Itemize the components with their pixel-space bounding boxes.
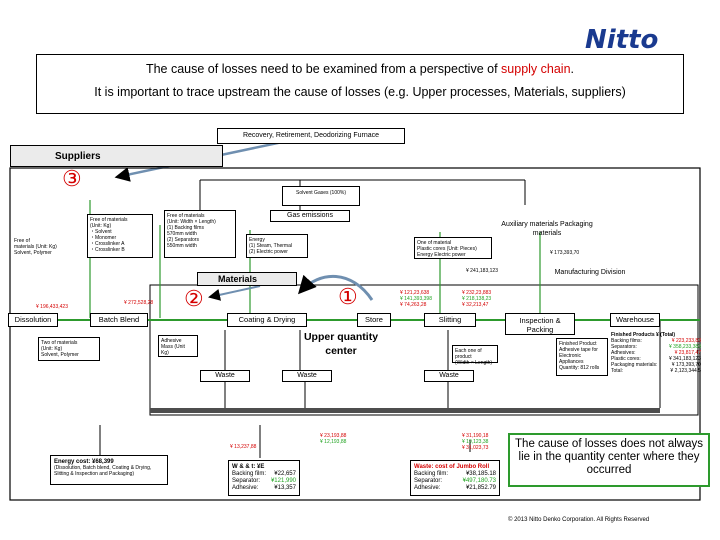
waste-box-2: Waste (282, 370, 332, 382)
furnace-label: Recovery, Retirement, Deodorizing Furnac… (242, 132, 380, 139)
circle-3: ③ (62, 166, 82, 191)
aux-total: ¥ 241,183,123 (466, 268, 498, 274)
cost-left-1: ¥ 196,433,423 (36, 304, 68, 310)
materials-header: Materials (197, 272, 297, 286)
energy-box: Energy(1) Steam, Thermal(2) Electric pow… (246, 234, 308, 258)
nitto-logo: Nitto (585, 26, 658, 52)
logo-text: Nitto (585, 26, 658, 52)
store-costs: ¥ 121,23,638¥ 141,393,398¥ 74,263,28 (400, 290, 432, 308)
gas-emissions-box: Gas emissions (270, 210, 350, 222)
aux-cost: ¥ 173,393,70 (550, 250, 580, 256)
two-of-materials-box: Two of materials(Unit: Kg)Solvent, Polym… (38, 337, 100, 361)
waste-costs-1: ¥ 13,237,88 (230, 444, 257, 450)
process-store: Store (357, 313, 391, 327)
cost-left-2: ¥ 272,528,28 (124, 300, 154, 306)
process-coating-drying: Coating & Drying (227, 313, 307, 327)
callout-box: The cause of losses does not always lie … (508, 433, 710, 487)
mid-cost-box: W & & t: ¥E Backing film:¥22,657 Separat… (228, 460, 300, 496)
process-warehouse: Warehouse (610, 313, 660, 327)
waste-box-1: Waste (200, 370, 250, 382)
waste-costs-2: ¥ 23,193,88¥ 12,193,88 (320, 433, 347, 445)
process-inspection-packing: Inspection & Packing (505, 313, 575, 335)
process-batch-blend: Batch Blend (90, 313, 148, 327)
energy-cost-box: Energy cost: ¥68,399 (Dissolution, Batch… (50, 455, 168, 485)
materials-list-2: Free of materials(Unit: Width × Length)(… (164, 210, 236, 258)
circle-1: ① (338, 284, 358, 309)
banner: The cause of losses need to be examined … (36, 54, 684, 114)
finished-products-table: Finished Products ¥ (Total) Backing film… (611, 332, 701, 374)
furnace-box: Recovery, Retirement, Deodorizing Furnac… (217, 128, 405, 144)
each-item-box: Each one of product(Width × Length) (452, 345, 498, 366)
solvent-gases-box: Solvent Gases (100%) (282, 186, 360, 206)
suppliers-label: Suppliers (55, 151, 101, 162)
banner-line2: It is important to trace upstream the ca… (94, 85, 626, 99)
jumbo-roll-cost-box: Waste: cost of Jumbo Roll Backing film:¥… (410, 460, 500, 496)
materials-list-1: Free of materials(Unit: Kg)・Solvent ・Mon… (87, 214, 153, 258)
supplier-input: Free of materials (Unit: Kg) Solvent, Po… (14, 238, 57, 256)
process-slitting: Slitting (424, 313, 476, 327)
suppliers-header: Suppliers (10, 145, 223, 167)
copyright: © 2013 Nitto Denko Corporation. All Righ… (508, 517, 650, 523)
materials-label: Materials (218, 274, 258, 284)
waste-costs-3: ¥ 31,190,18¥ 19,123,38¥ 31,023,73 (462, 433, 489, 451)
slitting-costs: ¥ 232,23,883¥ 218,138,23¥ 32,213,47 (462, 290, 492, 308)
circle-2: ② (184, 286, 204, 311)
waste-box-3: Waste (424, 370, 474, 382)
manufacturing-division-label: Manufacturing Division (554, 269, 626, 276)
aux-materials-label: Auxiliary materials Packaging materials (501, 221, 593, 237)
process-dissolution: Dissolution (8, 313, 58, 327)
banner-line1: The cause of losses need to be examined … (145, 62, 575, 76)
